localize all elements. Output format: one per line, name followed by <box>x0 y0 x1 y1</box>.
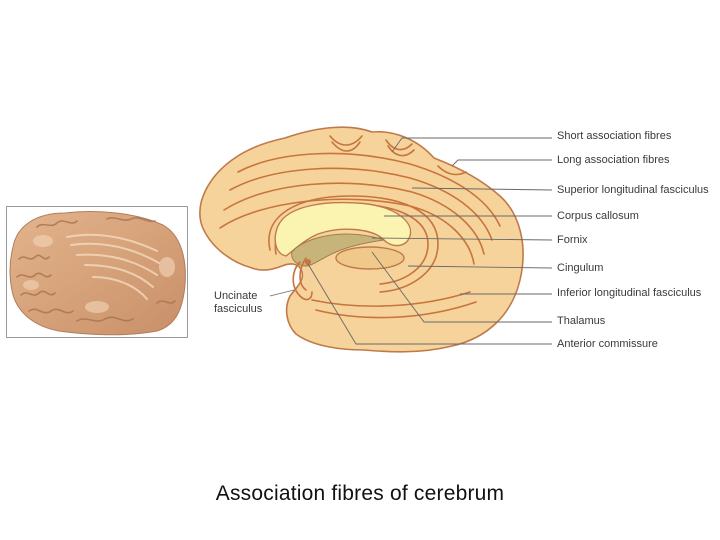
label-corpus-callosum: Corpus callosum <box>557 210 639 222</box>
label-uncinate-line1: Uncinate <box>214 290 258 302</box>
leader-uncinate <box>269 289 295 297</box>
label-uncinate-fasciculus: Uncinate fasciculus <box>214 290 262 316</box>
label-superior-longitudinal-fasciculus: Superior longitudinal fasciculus <box>557 184 709 196</box>
photo-highlights <box>23 235 175 313</box>
fornix <box>291 233 385 267</box>
label-thalamus: Thalamus <box>557 315 606 327</box>
thalamus <box>335 246 405 270</box>
label-short-association-fibres: Short association fibres <box>557 130 672 142</box>
label-anterior-commissure: Anterior commissure <box>557 338 658 350</box>
uncinate-fasciculus <box>292 257 313 301</box>
inferior-longitudinal-fasciculus <box>311 291 477 319</box>
leader-short-association <box>391 137 552 153</box>
leader-fornix <box>371 237 553 241</box>
label-cingulum: Cingulum <box>557 262 604 274</box>
photo-fibre-strands <box>66 233 160 300</box>
photo-illustration <box>9 211 186 336</box>
photo-gyri-folds <box>16 217 176 322</box>
label-fornix: Fornix <box>557 234 588 246</box>
leader-superior-longitudinal <box>411 187 553 191</box>
leader-thalamus <box>371 251 552 323</box>
leader-lines <box>269 137 553 345</box>
brain-dissection-photo <box>6 206 188 338</box>
long-association-fibres <box>219 152 501 265</box>
leader-anterior-commissure <box>307 263 552 345</box>
leader-cingulum <box>407 265 553 269</box>
label-uncinate-line2: fasciculus <box>214 303 263 315</box>
figure-caption: Association fibres of cerebrum <box>215 482 505 505</box>
corpus-callosum <box>274 201 412 257</box>
anterior-commissure <box>305 259 311 265</box>
label-long-association-fibres: Long association fibres <box>557 154 670 166</box>
photo-tissue <box>9 211 186 336</box>
label-inferior-longitudinal-fasciculus: Inferior longitudinal fasciculus <box>557 287 702 299</box>
short-association-fibres <box>329 135 467 176</box>
leader-long-association <box>451 159 552 167</box>
